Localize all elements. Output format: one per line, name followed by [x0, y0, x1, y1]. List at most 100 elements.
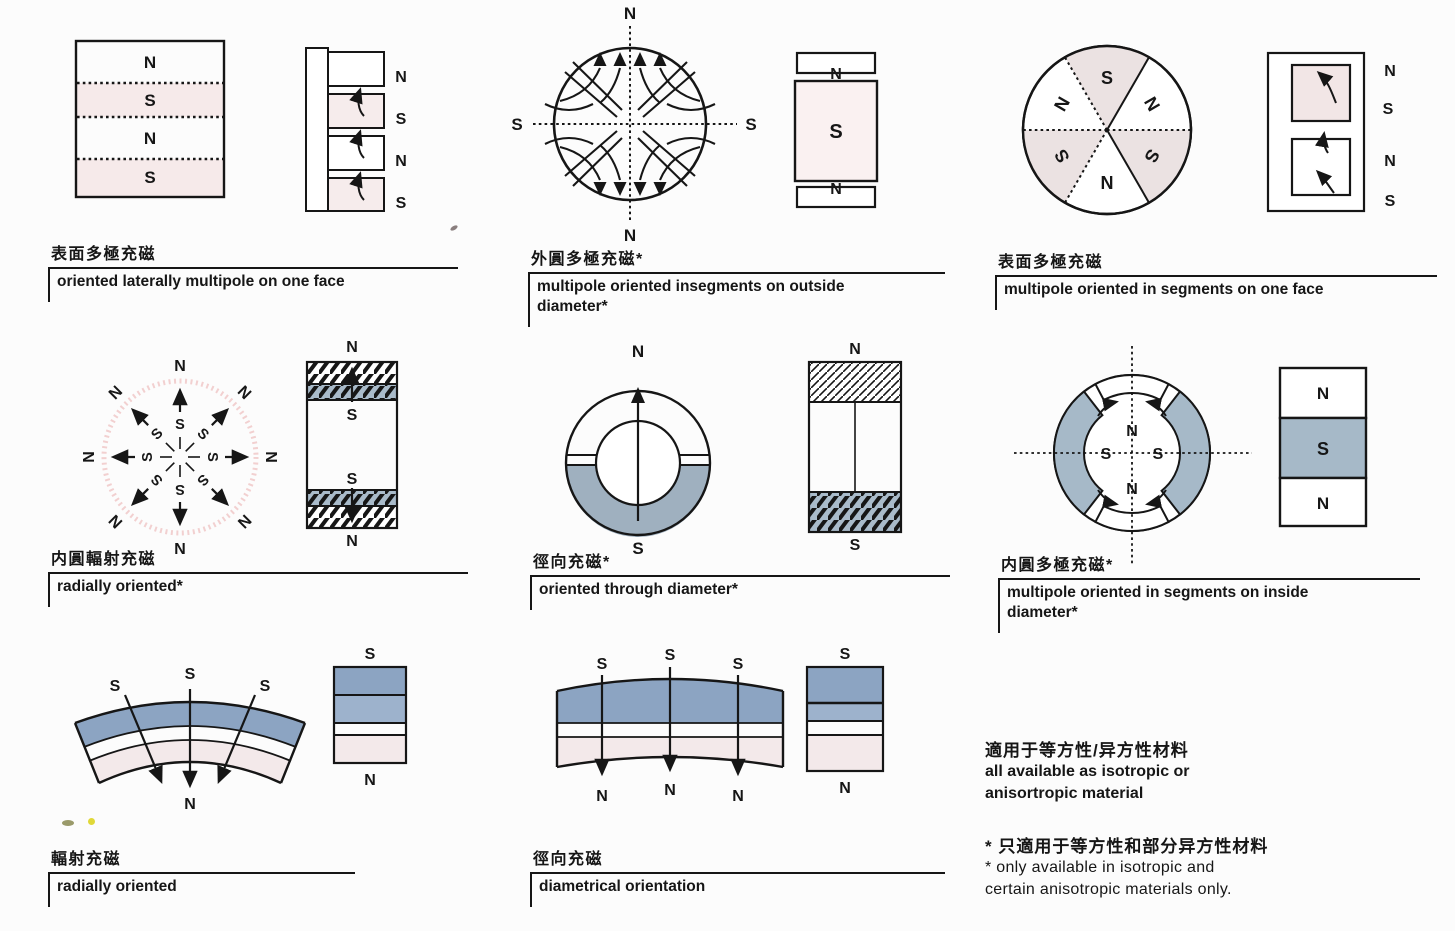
pole-label-s: S — [185, 666, 196, 683]
note-zh-1: 適用于等方性/异方性材料 — [985, 741, 1189, 760]
arc-diametrical-front-diagram: S S S N N N — [555, 647, 785, 805]
pole-label-s: S — [1317, 439, 1329, 459]
segments-one-face-front-diagram: S N S N S N — [1021, 44, 1193, 216]
caption-en: radially oriented* — [57, 578, 183, 595]
inside-diameter-multipole-side-diagram: N S N — [1278, 366, 1368, 528]
pole-label-n: N — [262, 451, 279, 463]
magnet-outline — [74, 39, 226, 199]
note-zh-2: * 只適用于等方性和部分异方性材料 — [985, 836, 1269, 856]
sector-boundaries — [1023, 56, 1191, 204]
pole-label-n: N — [624, 226, 636, 244]
pole-label-s: S — [204, 452, 220, 462]
segment — [327, 135, 385, 171]
caption-zh: 外圓多極充磁* — [531, 251, 644, 268]
caption-laterally-multipole: 表面多極充磁 oriented laterally multipole on o… — [48, 240, 458, 303]
caption-outside-diameter: 外圓多極充磁* multipole oriented insegments on… — [528, 245, 945, 328]
pole-label-s: S — [829, 121, 842, 143]
pole-arrowheads — [593, 52, 667, 196]
caption-en: multipole oriented insegments on outside… — [537, 278, 845, 316]
caption-segments-one-face: 表面多極充磁 multipole oriented in segments on… — [995, 248, 1437, 311]
caption-rule: multipole oriented in segments on one fa… — [995, 275, 1437, 311]
pole-label-s: S — [597, 656, 608, 673]
pole-label-s: S — [148, 425, 166, 443]
pole-label-s: S — [840, 646, 851, 663]
pole-piece — [795, 185, 877, 209]
hatched-band — [808, 361, 902, 403]
magnet-outline — [1021, 44, 1193, 216]
inside-diameter-multipole-front-diagram: N S S N — [1014, 346, 1252, 566]
caption-zh: 輻射充磁 — [51, 851, 122, 868]
through-diameter-front-diagram: N S — [564, 343, 712, 558]
inner-pole-labels: S S S S S S S S — [140, 417, 220, 497]
laterally-multipole-front-diagram: N S N S — [74, 39, 226, 199]
back-bar — [305, 47, 329, 212]
caption-zh: 徑向充磁* — [533, 554, 611, 571]
blue-band — [807, 703, 883, 721]
laterally-multipole-side-diagram: N S N S — [305, 47, 407, 212]
pole-label-s: S — [347, 471, 358, 488]
segment — [327, 51, 385, 87]
pole-label-n: N — [346, 339, 358, 356]
south-band — [77, 83, 223, 117]
pole-label-n: N — [1317, 384, 1329, 403]
pole-label-n: N — [830, 66, 842, 83]
arc-radial-front-diagram: S S S N — [73, 666, 307, 813]
pole-label-s: S — [175, 417, 185, 433]
pole-label-n: N — [106, 511, 126, 531]
pole-label-s: S — [144, 168, 155, 187]
caption-rule: multipole oriented insegments on outside… — [528, 272, 945, 328]
pole-label-n: N — [174, 358, 186, 375]
pole-label-s: S — [140, 452, 156, 462]
radial-arrows — [110, 387, 250, 527]
equator-lines — [566, 454, 710, 466]
pole-label-n: N — [732, 788, 744, 805]
pole-label-s: S — [347, 407, 358, 424]
center-dashes — [160, 437, 200, 477]
segment — [1290, 63, 1352, 123]
magnet-outline — [305, 360, 399, 530]
caption-radially-oriented-inner: 内圓輻射充磁 radially oriented* — [48, 545, 468, 608]
note-en-1: all available as isotropic or anisortrop… — [985, 763, 1190, 803]
magnet-body — [793, 79, 879, 183]
flux-arrows — [1314, 71, 1337, 194]
caption-rule: multipole oriented in segments on inside… — [998, 578, 1420, 634]
pole-label-s: S — [175, 481, 185, 497]
radially-oriented-side-diagram: N S S N — [305, 339, 399, 550]
pole-label-s: S — [194, 425, 212, 443]
blue-band — [334, 695, 406, 723]
band-lines — [807, 701, 883, 736]
magnet-outline — [332, 665, 408, 765]
pole-label-n: N — [106, 383, 126, 403]
caption-zh: 徑向充磁 — [533, 851, 604, 868]
orientation-arrow — [631, 387, 645, 521]
pole-label-n: N — [1384, 153, 1396, 170]
pole-label-s: S — [1153, 446, 1164, 463]
pole-label-s: S — [365, 646, 376, 663]
pole-label-s: S — [148, 470, 166, 488]
hatched-band-blue — [808, 491, 902, 533]
flux-arrows — [349, 87, 365, 201]
through-diameter-side-diagram: N S — [807, 341, 903, 554]
caption-rule: oriented through diameter* — [530, 575, 950, 611]
band-lines — [334, 694, 406, 736]
pole-label-n: N — [234, 511, 254, 531]
pole-label-n: N — [849, 341, 861, 358]
axis-lines — [1014, 346, 1252, 566]
pole-label-s: S — [1101, 446, 1112, 463]
pole-label-n: N — [144, 53, 156, 72]
pole-label-s: S — [632, 539, 643, 558]
pole-label-s: S — [260, 678, 271, 695]
caption-rule: radially oriented — [48, 872, 355, 908]
pole-label-n: N — [1317, 494, 1329, 513]
pole-label-n: N — [664, 782, 676, 799]
caption-en: oriented through diameter* — [539, 581, 738, 598]
caption-en: oriented laterally multipole on one face — [57, 273, 345, 290]
pole-label-n: N — [839, 780, 851, 797]
pole-label-n: N — [346, 533, 358, 550]
caption-en: multipole oriented in segments on inside… — [1007, 584, 1309, 622]
pole-label-n: N — [81, 451, 98, 463]
scan-artifact — [88, 818, 95, 825]
outside-diameter-multipole-side-diagram: N S N — [793, 51, 879, 209]
caption-zh: 内圓輻射充磁 — [51, 551, 157, 568]
